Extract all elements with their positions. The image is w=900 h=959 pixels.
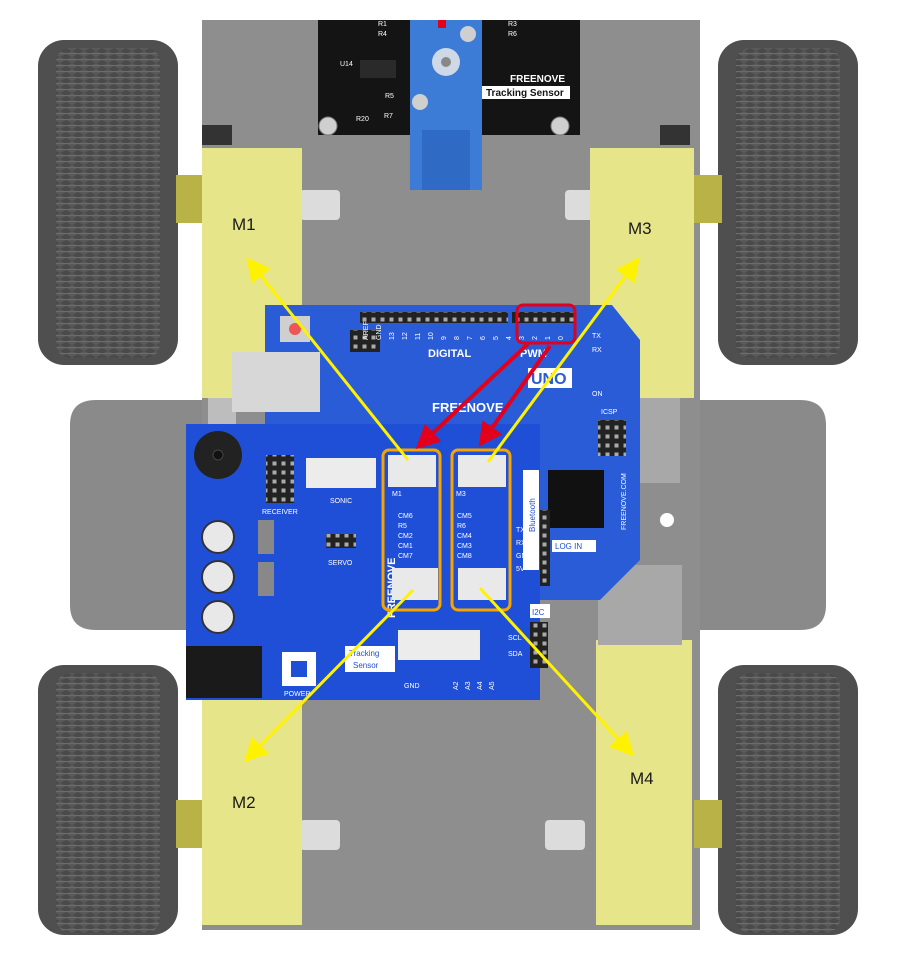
tracking-label-line2: Sensor xyxy=(353,661,379,670)
receiver-header xyxy=(266,455,294,503)
bt-pin-label: GND xyxy=(516,553,532,560)
standoff xyxy=(300,190,340,220)
connector-m3 xyxy=(458,455,506,487)
tracking-brand: FREENOVE xyxy=(510,74,565,85)
bluetooth-label: Bluetooth xyxy=(528,498,537,532)
header-pin-label: 3 xyxy=(519,336,526,340)
icsp-header xyxy=(598,420,626,456)
cm-label: CM8 xyxy=(457,553,472,560)
part-label: R1 xyxy=(378,21,387,28)
cm-label: CM6 xyxy=(398,513,413,520)
scl-label: SCL xyxy=(508,635,522,642)
cm-label: R5 xyxy=(398,523,407,530)
part-label: R3 xyxy=(508,21,517,28)
capacitor xyxy=(202,521,234,553)
cm-label: CM5 xyxy=(457,513,472,520)
receiver-label: RECEIVER xyxy=(262,509,298,516)
header-pin-label: 0 xyxy=(558,336,565,340)
header-pin-label: 10 xyxy=(428,332,435,340)
cm-label: CM3 xyxy=(457,543,472,550)
header-pin-label: 8 xyxy=(454,336,461,340)
header-pin-label: 5 xyxy=(493,336,500,340)
header-pin-label: AREF xyxy=(363,321,370,340)
wheel-front-right xyxy=(694,40,858,365)
header-pin-label: 1 xyxy=(545,336,552,340)
cm-label: CM7 xyxy=(398,553,413,560)
cm-label: CM1 xyxy=(398,543,413,550)
tracking-title: Tracking Sensor xyxy=(486,88,564,99)
mount-hole xyxy=(660,513,674,527)
servo-label: SERVO xyxy=(328,560,353,567)
digital-label: DIGITAL xyxy=(428,348,471,360)
label-m3: M3 xyxy=(628,219,652,238)
capacitor xyxy=(202,561,234,593)
pwm-header xyxy=(512,312,574,323)
header-pin-label: 13 xyxy=(389,332,396,340)
rx-label: RX xyxy=(592,347,602,354)
header-pin-label: 4 xyxy=(506,336,513,340)
cm-label: CM4 xyxy=(457,533,472,540)
servo xyxy=(410,20,482,190)
cm-label: CM2 xyxy=(398,533,413,540)
tx-label: TX xyxy=(592,333,601,340)
standoff xyxy=(545,820,585,850)
connector-m1 xyxy=(388,455,436,487)
digital-header xyxy=(360,312,508,323)
analog-pin-label: A2 xyxy=(453,681,460,690)
part-label: R20 xyxy=(356,116,369,123)
wheel-rear-left xyxy=(38,665,204,935)
on-label: ON xyxy=(592,391,603,398)
part-label: R4 xyxy=(378,31,387,38)
part-label: R5 xyxy=(385,93,394,100)
chip-socket xyxy=(548,470,604,528)
tracking-connector xyxy=(398,630,480,660)
small-m1: M1 xyxy=(392,491,402,498)
connector-m2 xyxy=(392,568,438,600)
part-label: R6 xyxy=(508,31,517,38)
label-m1: M1 xyxy=(232,215,256,234)
sonic-connector xyxy=(306,458,376,488)
header-pin-label: 7 xyxy=(467,336,474,340)
sonic-label: SONIC xyxy=(330,498,352,505)
header-pin-label: 12 xyxy=(402,332,409,340)
icsp-label: ICSP xyxy=(601,409,618,416)
header-pin-label: 11 xyxy=(415,333,422,340)
cm-label: R6 xyxy=(457,523,466,530)
analog-pin-label: A4 xyxy=(477,681,484,690)
header-pin-label: 9 xyxy=(441,336,448,340)
i2c-label: I2C xyxy=(532,608,545,617)
driver-shield: POWER RECEIVER SONIC SERVO FREENOVE M1 M… xyxy=(186,424,596,700)
power-jack xyxy=(186,646,262,698)
wheel-front-left xyxy=(38,40,204,365)
bt-pin-label: RX xyxy=(516,540,526,547)
motor-rear-left xyxy=(202,700,302,925)
bt-pin-label: 5V xyxy=(516,566,525,573)
analog-pin-label: A3 xyxy=(465,681,472,690)
capacitor xyxy=(202,601,234,633)
header-pin-label: GND xyxy=(376,324,383,340)
wheel-rear-right xyxy=(694,665,858,935)
login-label: LOG IN xyxy=(555,542,582,551)
part-label: R7 xyxy=(384,113,393,120)
header-pin-label: 6 xyxy=(480,336,487,340)
sda-label: SDA xyxy=(508,651,523,658)
part-label: U14 xyxy=(340,61,353,68)
standoff xyxy=(300,820,340,850)
gnd-label: GND xyxy=(404,683,420,690)
website-label: FREENOVE.COM xyxy=(621,473,628,530)
analog-pin-label: A5 xyxy=(489,681,496,690)
label-m2: M2 xyxy=(232,793,256,812)
label-m4: M4 xyxy=(630,769,654,788)
bt-pin-label: TX xyxy=(516,527,525,534)
usb-port xyxy=(232,352,320,412)
small-m3: M3 xyxy=(456,491,466,498)
motor-rear-right xyxy=(596,565,692,925)
connector-m4 xyxy=(458,568,506,600)
header-pin-label: 2 xyxy=(532,336,539,340)
